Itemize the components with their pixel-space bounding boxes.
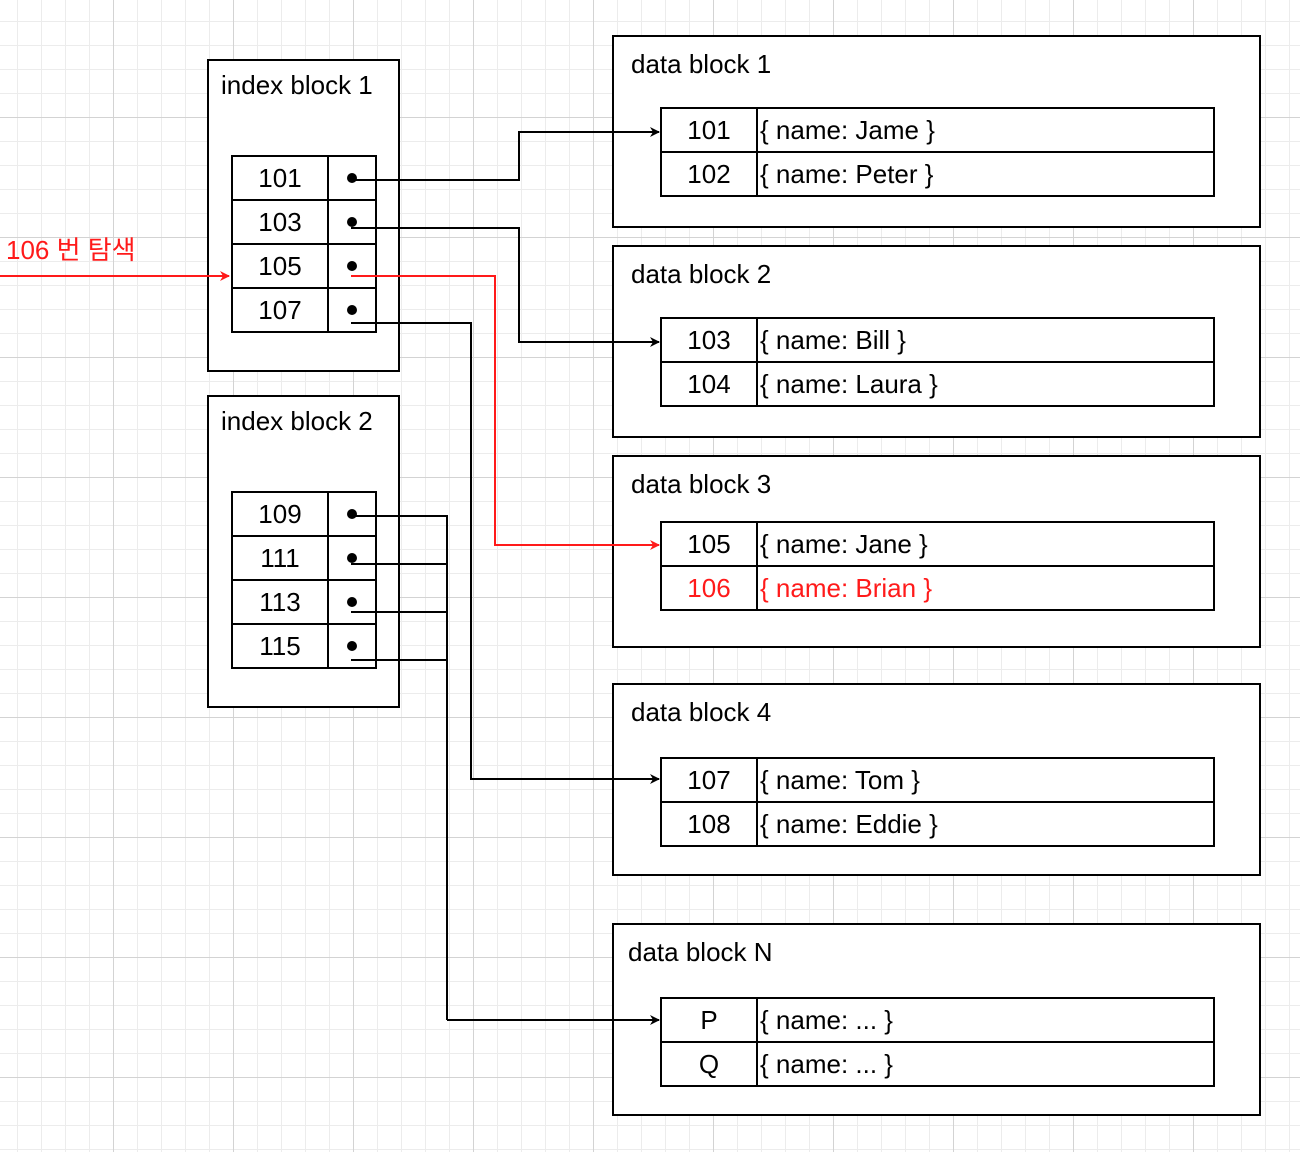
row-value: { name: Jame } (756, 107, 1215, 153)
index-entry: 115 (231, 623, 378, 669)
pointer-dot-icon (346, 305, 357, 315)
data-block-title: data block 3 (631, 469, 772, 499)
index-table: 109 111 113 115 (231, 491, 378, 669)
row-value: { name: Peter } (756, 151, 1215, 197)
pointer-cell (326, 243, 378, 289)
row-key: 101 (660, 107, 758, 153)
data-row: P{ name: ... } (660, 997, 1215, 1043)
link-109-to-data-block-n (351, 515, 448, 1020)
index-entry: 113 (231, 579, 378, 625)
pointer-cell (326, 535, 378, 581)
data-table: 103{ name: Bill } 104{ name: Laura } (660, 317, 1215, 407)
row-key: 102 (660, 151, 758, 197)
row-value: { name: Jane } (756, 521, 1215, 567)
row-value: { name: Bill } (756, 317, 1215, 363)
row-value: { name: ... } (756, 997, 1215, 1043)
index-table: 101 103 105 107 (231, 155, 378, 333)
pointer-cell (326, 287, 378, 333)
pointer-cell (326, 623, 378, 669)
row-key: Q (660, 1041, 758, 1087)
link-105-to-data-block-3 (351, 275, 660, 550)
index-key: 103 (231, 199, 329, 245)
link-101-to-data-block-1 (351, 127, 660, 181)
index-key: 101 (231, 155, 329, 201)
index-block-2: index block 2 109 111 113 115 (207, 395, 400, 708)
data-block-3: data block 3 105{ name: Jane } 106{ name… (612, 455, 1261, 648)
index-entry: 101 (231, 155, 378, 201)
row-key: 106 (660, 565, 758, 611)
pointer-dot-icon (346, 597, 357, 607)
row-key: 104 (660, 361, 758, 407)
index-key: 111 (231, 535, 329, 581)
index-key: 113 (231, 579, 329, 625)
data-block-4: data block 4 107{ name: Tom } 108{ name:… (612, 683, 1261, 876)
data-table: 105{ name: Jane } 106{ name: Brian } (660, 521, 1215, 611)
index-entry: 107 (231, 287, 378, 333)
data-row: 101{ name: Jame } (660, 107, 1215, 153)
index-block-title: index block 1 (221, 70, 373, 100)
data-row: 107{ name: Tom } (660, 757, 1215, 803)
pointer-dot-icon (346, 217, 357, 227)
index-key: 107 (231, 287, 329, 333)
link-107-to-data-block-4 (351, 322, 660, 784)
data-row: 102{ name: Peter } (660, 151, 1215, 197)
pointer-dot-icon (346, 261, 357, 271)
row-key: P (660, 997, 758, 1043)
data-table: P{ name: ... } Q{ name: ... } (660, 997, 1215, 1087)
row-value: { name: ... } (756, 1041, 1215, 1087)
data-table: 107{ name: Tom } 108{ name: Eddie } (660, 757, 1215, 847)
index-entry: 105 (231, 243, 378, 289)
index-block-title: index block 2 (221, 406, 373, 436)
data-block-title: data block N (628, 937, 773, 967)
pointer-cell (326, 579, 378, 625)
data-row: Q{ name: ... } (660, 1041, 1215, 1087)
data-table: 101{ name: Jame } 102{ name: Peter } (660, 107, 1215, 197)
data-block-1: data block 1 101{ name: Jame } 102{ name… (612, 35, 1261, 228)
pointer-cell (326, 155, 378, 201)
row-key: 107 (660, 757, 758, 803)
data-block-2: data block 2 103{ name: Bill } 104{ name… (612, 245, 1261, 438)
row-value: { name: Laura } (756, 361, 1215, 407)
search-label: 106 번 탐색 (6, 235, 136, 265)
index-key: 109 (231, 491, 329, 537)
row-value: { name: Eddie } (756, 801, 1215, 847)
data-row: 104{ name: Laura } (660, 361, 1215, 407)
pointer-dot-icon (346, 509, 357, 519)
row-key: 108 (660, 801, 758, 847)
row-value: { name: Tom } (756, 757, 1215, 803)
index-entry: 109 (231, 491, 378, 537)
link-103-to-data-block-2 (351, 227, 660, 347)
data-row: 103{ name: Bill } (660, 317, 1215, 363)
pointer-dot-icon (346, 553, 357, 563)
index-block-1: index block 1 101 103 105 107 (207, 59, 400, 372)
row-key: 103 (660, 317, 758, 363)
data-block-title: data block 2 (631, 259, 772, 289)
row-key: 105 (660, 521, 758, 567)
index-entry: 103 (231, 199, 378, 245)
pointer-dot-icon (346, 173, 357, 183)
index-key: 105 (231, 243, 329, 289)
pointer-cell (326, 491, 378, 537)
pointer-dot-icon (346, 641, 357, 651)
data-row-highlighted: 106{ name: Brian } (660, 565, 1215, 611)
index-entry: 111 (231, 535, 378, 581)
pointer-cell (326, 199, 378, 245)
index-key: 115 (231, 623, 329, 669)
data-row: 105{ name: Jane } (660, 521, 1215, 567)
data-block-n: data block N P{ name: ... } Q{ name: ...… (612, 923, 1261, 1116)
data-row: 108{ name: Eddie } (660, 801, 1215, 847)
row-value: { name: Brian } (756, 565, 1215, 611)
data-block-title: data block 1 (631, 49, 772, 79)
data-block-title: data block 4 (631, 697, 772, 727)
